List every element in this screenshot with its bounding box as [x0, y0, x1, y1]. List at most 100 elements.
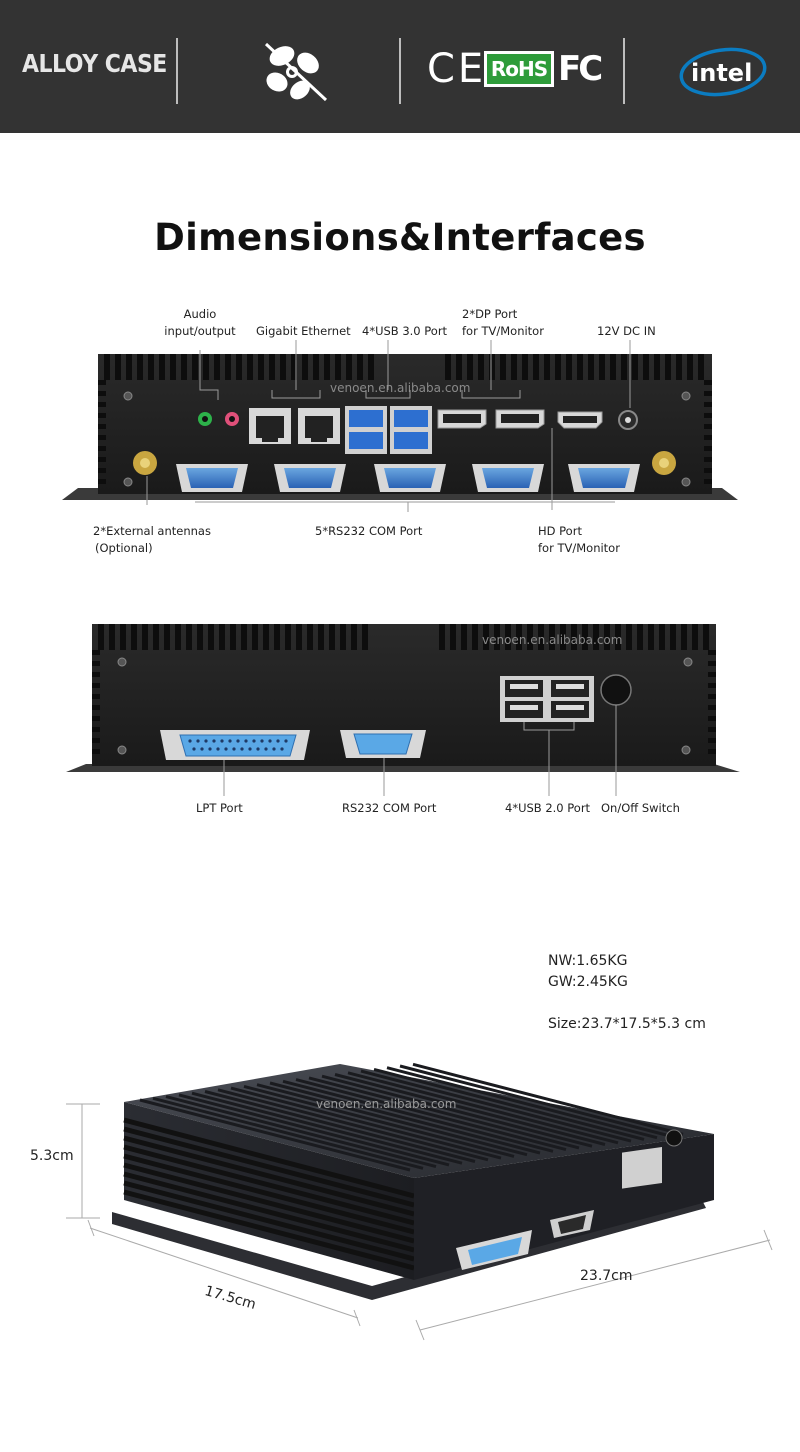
heatsink-fin	[263, 624, 269, 650]
heatsink-fin	[708, 716, 716, 721]
heatsink-fin	[324, 354, 330, 380]
heatsink-fin	[621, 354, 627, 380]
heatsink-fin	[461, 624, 467, 650]
heatsink-fin	[139, 1098, 411, 1172]
antennas-label: 2*External antennas (Optional)	[93, 523, 211, 557]
heatsink-fin	[291, 354, 297, 380]
heatsink-fin	[500, 354, 506, 380]
gigabit-ethernet-label: Gigabit Ethernet	[256, 324, 351, 338]
heatsink-fin	[373, 1067, 645, 1141]
heatsink-fin	[307, 624, 313, 650]
heatsink-fin	[571, 624, 577, 650]
heatsink-fin	[704, 391, 712, 396]
heatsink-fin	[318, 624, 324, 650]
heatsink-fin	[549, 624, 555, 650]
heatsink-fin	[131, 624, 137, 650]
heatsink-fin	[708, 705, 716, 710]
dp-label-line2: for TV/Monitor	[462, 324, 544, 338]
watermark: venoen.en.alibaba.com	[482, 633, 622, 647]
heatsink-fin	[659, 624, 665, 650]
heatsink-fin	[98, 468, 106, 473]
heatsink-fin	[522, 354, 528, 380]
intel-logo-text: intel	[691, 59, 752, 87]
heatsink-fin	[217, 1088, 489, 1162]
audio-label-line1: Audio	[183, 307, 217, 321]
lpt-port	[160, 730, 310, 760]
heatsink-fin	[483, 624, 489, 650]
alloy-case-badge: ALLOY CASE	[22, 50, 167, 79]
antenna-connector-left	[133, 451, 157, 475]
heatsink-fin	[203, 354, 209, 380]
usb2-port-block	[500, 676, 594, 722]
heatsink-fin	[92, 705, 100, 710]
heatsink-fin	[164, 624, 170, 650]
com-front-label: RS232 COM Port	[342, 801, 437, 815]
lpt-pin	[220, 739, 224, 743]
com-port-pins	[284, 468, 336, 488]
heatsink-fin	[360, 1069, 632, 1143]
usb3-port-stack-1	[345, 406, 387, 454]
heatsink-fin	[269, 1081, 541, 1155]
heatsink-fin	[243, 1084, 515, 1158]
heatsink-fin	[98, 391, 106, 396]
heatsink-fin	[98, 446, 106, 451]
heatsink-fin	[321, 1074, 593, 1148]
heatsink-fin	[104, 354, 110, 380]
lpt-pin	[224, 747, 228, 751]
lpt-label: LPT Port	[196, 801, 243, 815]
heatsink-fin	[708, 749, 716, 754]
heatsink-fin	[704, 402, 712, 407]
antennas-label-line1: 2*External antennas	[93, 524, 211, 538]
heatsink-fin	[302, 354, 308, 380]
heatsink-fin	[181, 354, 187, 380]
heatsink-fin	[123, 1135, 415, 1217]
heatsink-fin	[704, 424, 712, 429]
heatsink-fin	[123, 1180, 415, 1262]
heatsink-fin	[137, 354, 143, 380]
hd-label-line2: for TV/Monitor	[538, 541, 620, 555]
usb2-label: 4*USB 2.0 Port	[505, 801, 591, 815]
badge-divider	[623, 38, 625, 104]
heatsink-fin	[109, 624, 115, 650]
heatsink-fin	[704, 457, 712, 462]
heatsink-fin	[159, 354, 165, 380]
heatsink-fin	[704, 380, 712, 385]
heatsink-fin	[296, 624, 302, 650]
heatsink-fin	[153, 624, 159, 650]
heatsink-fin	[632, 354, 638, 380]
lpt-pin	[276, 739, 280, 743]
lpt-pin	[264, 747, 268, 751]
lpt-port-3d	[456, 1230, 532, 1270]
gross-weight: GW:2.45KG	[548, 974, 628, 990]
heatsink-fin	[208, 624, 214, 650]
antenna-connector-right	[652, 451, 676, 475]
heatsink-fin	[295, 1078, 567, 1152]
heatsink-fin	[704, 468, 712, 473]
lpt-pin	[204, 739, 208, 743]
heatsink-fin	[368, 354, 374, 380]
heatsink-fin	[98, 457, 106, 462]
heatsink-fin	[399, 1064, 671, 1138]
heatsink-fin	[588, 354, 594, 380]
heatsink-fin	[236, 354, 242, 380]
heatsink-fin	[186, 624, 192, 650]
heatsink-fin	[544, 354, 550, 380]
heatsink-fin	[225, 354, 231, 380]
lpt-pin	[248, 747, 252, 751]
heatsink-fin	[241, 624, 247, 650]
heatsink-fin	[538, 624, 544, 650]
heatsink-fin	[258, 354, 264, 380]
badge-divider	[399, 38, 401, 104]
audio-label: Audio input/output	[160, 306, 240, 340]
heatsink-fin	[566, 354, 572, 380]
heatsink-fin	[708, 650, 716, 655]
usb3-port-stack-2	[390, 406, 432, 454]
heatsink-fin	[285, 624, 291, 650]
heatsink-fin	[329, 624, 335, 650]
ce-certification-mark: CE	[427, 46, 487, 92]
lpt-pin	[252, 739, 256, 743]
heatsink-fin	[494, 624, 500, 650]
heatsink-fin	[282, 1079, 554, 1153]
com5-label: 5*RS232 COM Port	[315, 524, 423, 538]
heatsink-fin	[346, 354, 352, 380]
